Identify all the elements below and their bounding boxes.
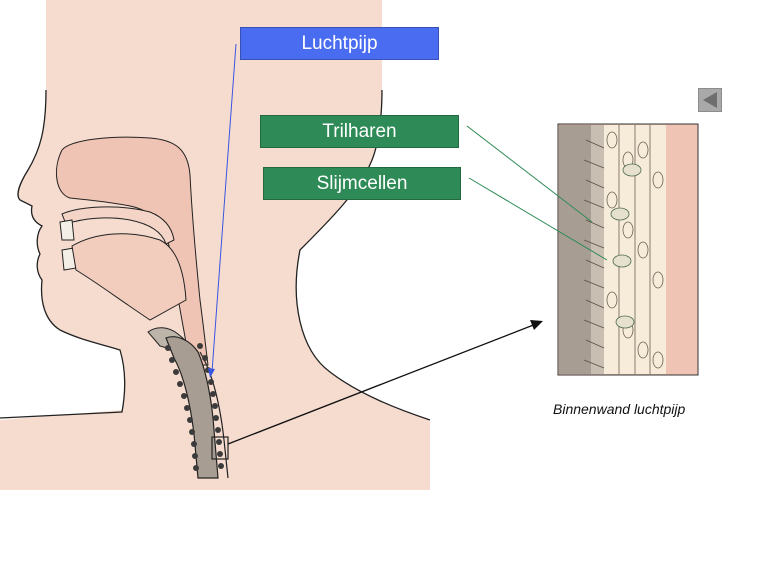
cilia-leader-line <box>466 125 593 223</box>
cartilage-rings <box>165 343 224 471</box>
trachea-leader-line <box>211 43 237 373</box>
tongue <box>71 233 187 321</box>
zoom-region-box <box>211 436 229 460</box>
trachea-inner-wall <box>557 123 699 376</box>
palate <box>61 206 175 245</box>
cilia-strands <box>583 139 605 369</box>
zoom-arrow-head <box>530 320 543 330</box>
trachea-tube <box>165 336 219 479</box>
triangle-left-icon <box>703 92 717 108</box>
trachea-label: Luchtpijp <box>240 27 439 60</box>
face-outline <box>0 89 126 419</box>
trachea-illustration <box>165 336 229 479</box>
upper-tooth <box>59 219 75 241</box>
trachea-leader-arrowhead <box>208 368 215 378</box>
cilia-label: Trilharen <box>260 115 459 148</box>
lumen-layer <box>559 125 591 374</box>
mucus-leader-line <box>468 177 608 261</box>
mucus-cells-label: Slijmcellen <box>263 167 461 200</box>
nasal-cavity <box>55 136 209 366</box>
cilia-layer <box>591 125 604 374</box>
back-button[interactable] <box>698 88 722 112</box>
inner-wall-caption: Binnenwand luchtpijp <box>553 401 686 417</box>
zoom-arrow <box>227 323 537 445</box>
mucus-cells <box>610 163 642 329</box>
